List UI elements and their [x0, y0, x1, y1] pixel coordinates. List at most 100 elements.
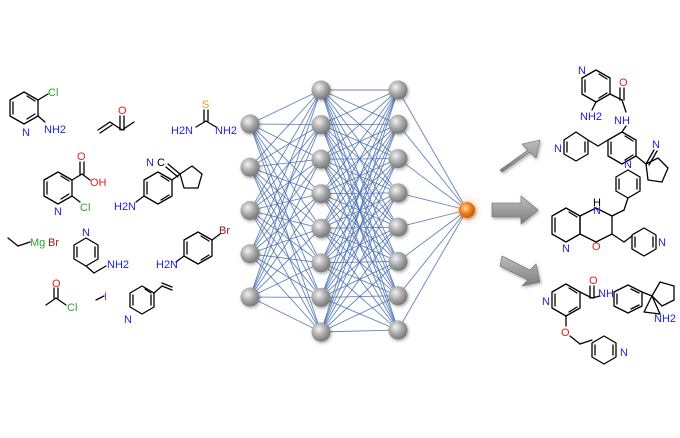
network-edge: [249, 193, 322, 298]
reagent-vinylpyridine: N: [124, 282, 173, 326]
pyridine-nitrogen-label: N: [54, 206, 62, 218]
network-edge: [249, 193, 322, 255]
reagent-butanone: O: [97, 105, 135, 134]
network-edge: [397, 89, 468, 211]
network-edge: [249, 253, 322, 333]
amide-oxygen-label: O: [589, 275, 598, 287]
ring-oxygen-label: O: [592, 241, 601, 253]
network-edge: [249, 193, 322, 211]
network-edge: [397, 124, 468, 211]
chlorine-label: Cl: [48, 87, 58, 99]
network-edge: [249, 158, 322, 211]
network-node: [311, 184, 331, 204]
fused-pyridine-nitrogen-label: N: [562, 243, 570, 255]
network-node: [311, 80, 331, 100]
network-edge: [249, 166, 322, 229]
network-edge: [249, 167, 322, 298]
network-edge: [320, 329, 399, 333]
amine-label: NH2: [580, 111, 602, 123]
network-edge: [249, 253, 322, 264]
network-edge: [320, 226, 399, 333]
network-edge: [249, 89, 322, 254]
network-node: [311, 218, 331, 238]
network-edge: [249, 210, 322, 264]
network-edge: [249, 253, 322, 298]
cyclopropyl-amine-label: NH2: [654, 313, 676, 325]
network-edge: [249, 158, 322, 255]
network-node: [311, 115, 331, 135]
sulfur-label: S: [202, 99, 209, 111]
amine-label: NH2: [107, 259, 129, 271]
network-edge: [249, 296, 322, 333]
network-edge: [249, 89, 322, 298]
aniline-amine-label: H2N: [114, 201, 136, 213]
network-edge: [249, 89, 322, 211]
network-edge: [249, 123, 322, 195]
network-node: [388, 217, 408, 237]
network-edge: [249, 89, 322, 168]
network-edge: [249, 124, 322, 298]
product-2: N H N N O N: [551, 159, 666, 257]
network-edge: [320, 89, 399, 160]
amine-label: NH2: [44, 124, 66, 136]
pyridine-nitrogen-label: N: [578, 65, 586, 77]
network-edge: [249, 167, 322, 333]
network-node: [388, 286, 408, 306]
network-edge: [249, 166, 322, 195]
pyridine-nitrogen-label-top: N: [624, 159, 632, 171]
network-edge: [249, 158, 322, 298]
output-node: [459, 202, 475, 218]
bromide-label: Br: [48, 237, 59, 249]
product-1: N NH2 O NH N N: [554, 65, 669, 183]
pyridine-nitrogen-label: N: [22, 127, 30, 139]
network-node: [240, 201, 260, 220]
amide-oxygen-label: O: [619, 77, 628, 89]
pyridine-nitrogen-label: N: [124, 314, 132, 326]
amine-hydrogen-label: H: [593, 197, 601, 209]
ring-nh-label: N: [593, 205, 601, 217]
reagent-thiourea: S H2N NH2: [171, 99, 237, 137]
chlorine-label: Cl: [80, 202, 90, 214]
carbonyl-oxygen-label: O: [118, 105, 127, 117]
network-node: [240, 114, 260, 134]
amide-nh-label: NH: [614, 115, 630, 127]
network-edge: [249, 89, 322, 125]
network-node: [388, 251, 408, 271]
reagent-bromoaniline: Br H2N: [156, 225, 230, 271]
network-edge: [249, 210, 322, 333]
magnesium-label: Mg: [30, 237, 45, 249]
network-node: [311, 149, 331, 169]
network-connections: [249, 89, 468, 333]
network-edge: [397, 209, 468, 331]
network-edge: [320, 295, 399, 333]
network-nodes: [240, 80, 483, 342]
network-edge: [320, 124, 399, 333]
network-edge: [320, 158, 399, 333]
pyridine-nitrogen-label: N: [82, 227, 90, 239]
network-edge: [249, 227, 322, 255]
network-node: [240, 157, 260, 177]
pyridine-nitrogen-label: N: [542, 296, 550, 308]
nitrile-nitrogen-label: N: [146, 157, 154, 169]
network-edge: [249, 262, 322, 298]
network-edge: [249, 124, 322, 168]
network-edge: [320, 89, 399, 229]
network-edge: [249, 123, 322, 126]
reagent-acetyl-chloride: O Cl: [45, 278, 77, 314]
reagent-aminophenyl-cyclopentanecarbonitrile: N C H2N: [114, 157, 203, 213]
reagent-pyridinylmethanamine: N NH2: [73, 227, 129, 274]
ether-oxygen-label: O: [561, 327, 570, 339]
arrow-to-product-3: [499, 255, 541, 287]
network-edge: [320, 89, 399, 298]
network-edge: [397, 209, 468, 296]
network-edge: [249, 210, 322, 298]
reagent-ethylmagnesium-bromide: Mg Br: [7, 237, 59, 249]
network-edge: [320, 89, 399, 194]
amine-right-label: NH2: [215, 125, 237, 137]
network-node: [388, 149, 408, 169]
network-edge: [320, 192, 399, 333]
network-edge: [249, 210, 322, 229]
nitrile-nitrogen-label: N: [652, 139, 660, 151]
nitrile-carbon-label: C: [157, 157, 165, 169]
